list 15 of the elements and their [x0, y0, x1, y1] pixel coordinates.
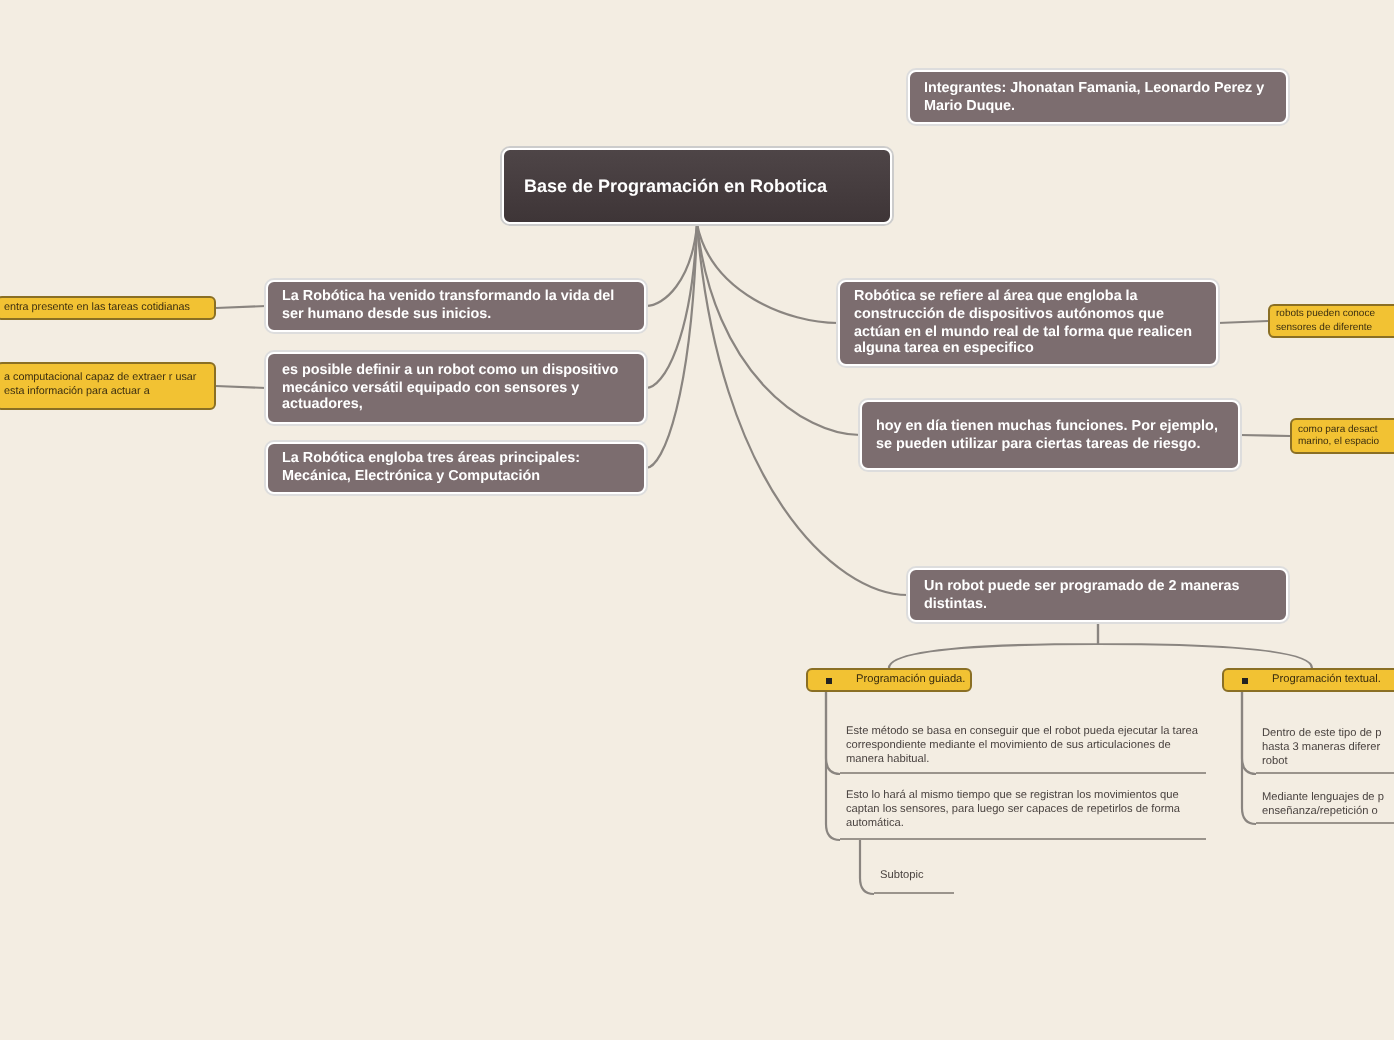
connector-line	[695, 223, 909, 597]
connector-line	[215, 304, 267, 310]
subtopic-box	[1222, 668, 1394, 692]
connector-line	[645, 223, 699, 308]
connector-line	[1239, 433, 1291, 438]
connector-line	[858, 840, 875, 896]
connector-line	[695, 223, 839, 325]
connector-line	[695, 223, 861, 437]
connector-line	[1096, 622, 1314, 669]
subtopic-box	[806, 668, 972, 692]
connector-line	[1240, 692, 1257, 826]
connector-line	[215, 384, 267, 390]
central-topic: Base de Programación en Robotica	[502, 148, 892, 224]
connector-line	[1217, 319, 1269, 325]
connector-line	[824, 692, 841, 842]
